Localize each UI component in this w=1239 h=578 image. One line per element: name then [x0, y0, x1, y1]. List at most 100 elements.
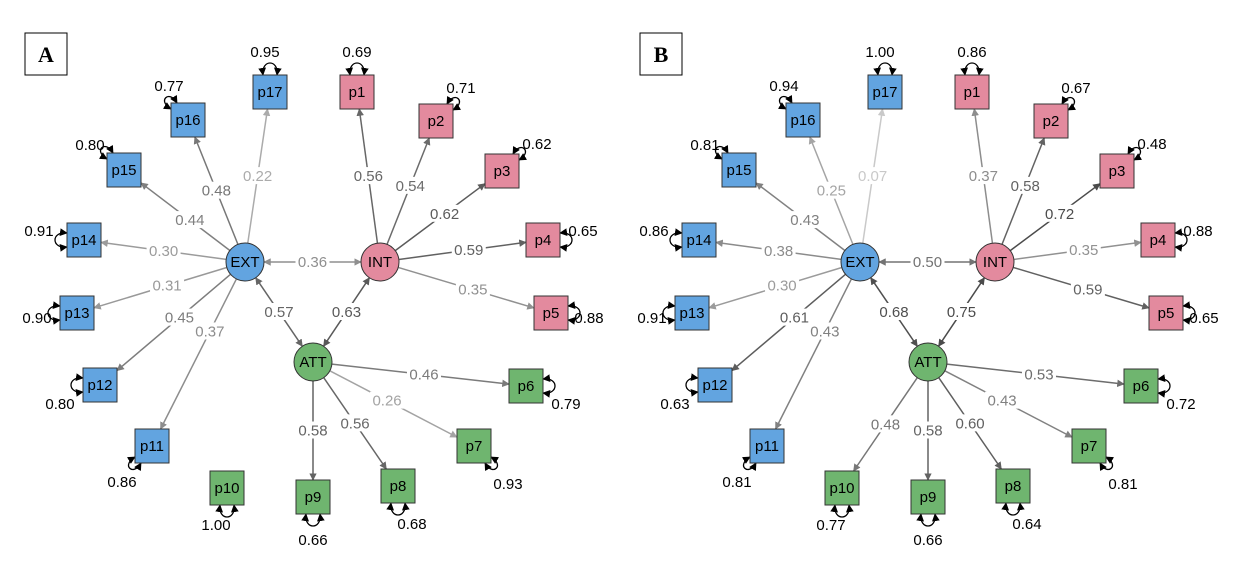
residual-label-p7: 0.81 — [1108, 476, 1137, 493]
item-box-p3 — [1099, 153, 1135, 189]
loading-label-p11: 0.37 — [195, 323, 224, 340]
item-label-p1: p1 — [349, 84, 366, 101]
residual-label-p12: 0.80 — [45, 396, 74, 413]
residual-label-p10: 0.77 — [816, 517, 845, 534]
item-box-p15 — [106, 152, 142, 188]
item-label-p7: p7 — [466, 438, 483, 455]
item-box-p10 — [824, 470, 860, 506]
loading-label-p8: 0.56 — [340, 415, 369, 432]
residual-loop-p9 — [916, 513, 940, 527]
loading-label-p1: 0.56 — [354, 168, 383, 185]
loading-label-bg — [953, 414, 988, 432]
item-label-p8: p8 — [390, 478, 407, 495]
residual-loop-p10 — [215, 504, 239, 518]
item-label-p7: p7 — [1081, 438, 1098, 455]
latent-node-ext — [840, 242, 880, 282]
residual-loop-p16 — [777, 94, 793, 110]
residual-label-p8: 0.64 — [1012, 516, 1041, 533]
item-label-p2: p2 — [428, 113, 445, 130]
loading-label-p4: 0.59 — [454, 242, 483, 259]
loading-label-p10: 0.48 — [871, 416, 900, 433]
loading-label-p4: 0.35 — [1069, 242, 1098, 259]
residual-loop-p6 — [542, 374, 556, 398]
item-label-p5: p5 — [543, 305, 560, 322]
residual-label-p16: 0.94 — [769, 78, 798, 95]
correlation-label-int-att: 0.75 — [947, 304, 976, 321]
item-box-p9 — [295, 479, 331, 515]
loading-label-bg — [1070, 280, 1105, 298]
loading-label-bg — [406, 365, 441, 383]
item-label-p15: p15 — [111, 162, 136, 179]
item-label-p16: p16 — [790, 112, 815, 129]
loading-label-p2: 0.58 — [1011, 178, 1040, 195]
item-box-p10 — [209, 470, 245, 506]
loading-label-bg — [451, 241, 486, 259]
item-box-p12 — [697, 367, 733, 403]
loading-label-bg — [911, 421, 945, 439]
loading-label-bg — [427, 204, 462, 222]
item-label-p5: p5 — [1158, 305, 1175, 322]
loading-label-p13: 0.31 — [152, 278, 181, 295]
residual-loop-p9 — [301, 513, 325, 527]
residual-loop-p7 — [484, 456, 500, 472]
residual-label-p6: 0.72 — [1166, 396, 1195, 413]
loading-label-bg — [351, 167, 386, 185]
residual-label-p11: 0.86 — [107, 474, 136, 491]
residual-loop-p7 — [1099, 456, 1115, 472]
residual-loop-p14 — [669, 228, 683, 252]
loading-label-p15: 0.44 — [175, 212, 204, 229]
residual-label-p6: 0.79 — [551, 396, 580, 413]
panel-a: A0.560.540.620.590.350.460.260.560.580.3… — [22, 32, 604, 549]
loading-label-bg — [162, 308, 197, 326]
residual-loop-p2 — [446, 95, 462, 111]
loading-label-bg — [787, 211, 822, 229]
residual-label-p16: 0.77 — [154, 78, 183, 95]
correlation-label-ext-int: 0.36 — [298, 254, 327, 271]
correlation-label-bg — [910, 253, 945, 270]
residual-loop-p8 — [1001, 502, 1025, 516]
item-box-p14 — [66, 222, 102, 258]
loading-label-p12: 0.61 — [780, 310, 809, 327]
item-box-p4 — [525, 222, 561, 258]
item-label-p1: p1 — [964, 84, 981, 101]
residual-loop-p4 — [1174, 228, 1188, 252]
residual-loop-p11 — [126, 456, 142, 472]
correlation-label-ext-att: 0.57 — [264, 304, 293, 321]
residual-loop-p15 — [713, 144, 729, 160]
correlation-label-bg — [877, 303, 911, 320]
residual-label-p1: 0.69 — [342, 44, 371, 61]
loading-label-p11: 0.43 — [810, 323, 839, 340]
loading-label-p5: 0.59 — [1073, 282, 1102, 299]
loading-label-bg — [1008, 176, 1043, 194]
residual-loop-p2 — [1061, 95, 1077, 111]
residual-label-p14: 0.91 — [24, 223, 53, 240]
item-label-p13: p13 — [679, 305, 704, 322]
residual-label-p13: 0.91 — [637, 310, 666, 327]
item-box-p1 — [339, 74, 375, 110]
item-box-p9 — [910, 479, 946, 515]
loading-label-p16: 0.48 — [202, 183, 231, 200]
item-box-p8 — [995, 468, 1031, 504]
loading-edge-p11 — [159, 278, 238, 430]
residual-label-p4: 0.65 — [568, 223, 597, 240]
item-label-p17: p17 — [257, 84, 282, 101]
residual-label-p7: 0.93 — [493, 476, 522, 493]
residual-loop-p6 — [1157, 374, 1171, 398]
item-label-p11: p11 — [755, 438, 779, 455]
item-label-p4: p4 — [535, 232, 552, 249]
item-box-p8 — [380, 468, 416, 504]
loading-label-p6: 0.53 — [1024, 367, 1053, 384]
correlation-label-bg — [329, 303, 364, 320]
item-box-p11 — [749, 428, 785, 464]
residual-label-p9: 0.66 — [913, 532, 942, 549]
residual-label-p3: 0.62 — [522, 136, 551, 153]
loading-label-p13: 0.30 — [767, 278, 796, 295]
panel-tag-label: A — [38, 42, 54, 67]
residual-label-p1: 0.86 — [957, 44, 986, 61]
loading-label-p15: 0.43 — [790, 212, 819, 229]
loading-label-p7: 0.43 — [987, 393, 1016, 410]
loading-label-p7: 0.26 — [372, 393, 401, 410]
loading-label-bg — [868, 415, 903, 433]
item-label-p11: p11 — [140, 438, 164, 455]
residual-label-p8: 0.68 — [397, 516, 426, 533]
